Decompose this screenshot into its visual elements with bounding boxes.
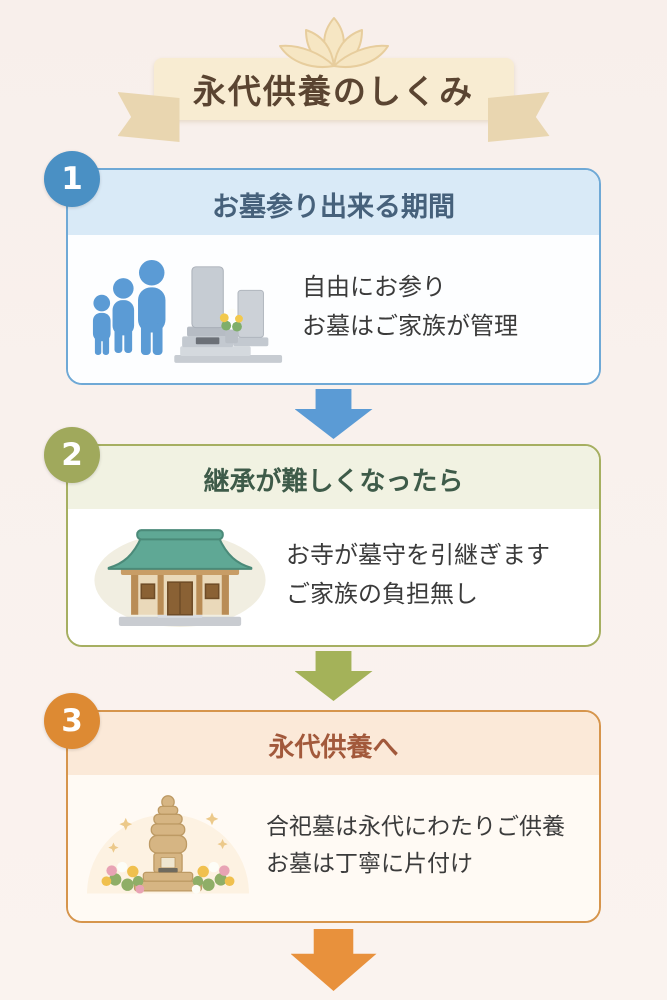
step-body-2: お寺が墓守を引継ぎます ご家族の負担無し (68, 509, 599, 645)
step-title-2: 継承が難しくなったら (68, 446, 599, 509)
step-number-badge-3: 3 (44, 693, 100, 749)
step-description-line: 合祀墓は永代にわたりご供養 (266, 813, 565, 840)
step-description-line: ご家族の負担無し (286, 580, 478, 608)
memorial-tower-icon (87, 795, 249, 894)
step-description-line: お墓はご家族が管理 (302, 312, 518, 340)
step-body-3: 合祀墓は永代にわたりご供養 お墓は丁寧に片付け (68, 775, 599, 921)
step-description-3: 合祀墓は永代にわたりご供養 お墓は丁寧に片付け (266, 809, 565, 884)
step-title-3: 永代供養へ (68, 712, 599, 775)
down-arrow-2 (294, 651, 373, 701)
step-description-line: 自由にお参り (302, 273, 446, 302)
step-number-badge-2: 2 (44, 427, 100, 483)
ribbon-tail-right (487, 92, 550, 142)
lotus-icon (278, 17, 389, 68)
family-grave-icon (92, 259, 283, 363)
step-card-3: 3 永代供養へ (44, 693, 601, 923)
step-description-line: お寺が墓守を引継ぎます (286, 541, 550, 570)
step-body-1: 自由にお参り お墓はご家族が管理 (68, 235, 599, 383)
step-card-2: 2 継承が難しくなったら (44, 427, 601, 647)
ribbon-tail-left (117, 92, 180, 142)
step-description-line: お墓は丁寧に片付け (266, 851, 473, 877)
down-arrow-3 (290, 929, 377, 991)
step-description-2: お寺が墓守を引継ぎます ご家族の負担無し (286, 536, 550, 614)
down-arrow-1 (294, 389, 373, 439)
title-banner: 永代供養のしくみ (0, 0, 667, 142)
step-number-badge-1: 1 (44, 151, 100, 207)
step-card-1: 1 お墓参り出来る期間 (44, 151, 601, 385)
temple-icon (94, 529, 266, 627)
step-title-1: お墓参り出来る期間 (68, 170, 599, 235)
steps-flow: 1 お墓参り出来る期間 (44, 151, 601, 996)
step-description-1: 自由にお参り お墓はご家族が管理 (302, 268, 518, 346)
ribbon-band: 永代供養のしくみ (153, 58, 514, 120)
page-title: 永代供養のしくみ (192, 72, 475, 111)
